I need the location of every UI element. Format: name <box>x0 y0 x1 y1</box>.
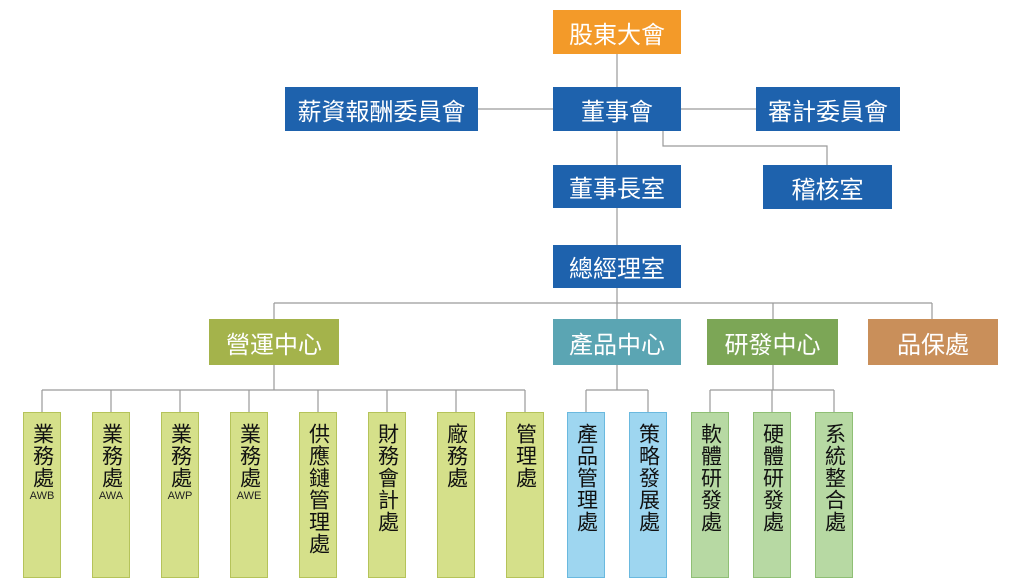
operations-unit: 業務處 AWB <box>23 412 61 578</box>
unit-name: 硬體研發處 <box>760 423 785 533</box>
chairman-office-node: 董事長室 <box>553 165 681 208</box>
unit-name: 業務處 <box>168 423 193 489</box>
gm-office-node: 總經理室 <box>553 245 681 288</box>
unit-name: 業務處 <box>30 423 55 489</box>
rd-unit: 軟體研發處 <box>691 412 729 578</box>
internal-audit-node: 稽核室 <box>763 165 892 209</box>
node-label: 稽核室 <box>791 175 864 204</box>
compensation-committee-node: 薪資報酬委員會 <box>285 87 478 131</box>
node-label: 營運中心 <box>226 330 322 359</box>
unit-code: AWE <box>236 490 262 502</box>
node-label: 董事長室 <box>569 175 665 203</box>
node-label: 總經理室 <box>569 255 665 283</box>
board-node: 董事會 <box>553 87 681 131</box>
operations-center-node: 營運中心 <box>209 319 339 365</box>
unit-name: 財務會計處 <box>375 423 400 533</box>
node-label: 研發中心 <box>724 330 821 359</box>
operations-unit: 業務處 AWA <box>92 412 130 578</box>
unit-code: AWP <box>167 490 193 502</box>
product-unit: 產品管理處 <box>567 412 605 578</box>
operations-unit: 業務處 AWE <box>230 412 268 578</box>
rd-unit: 硬體研發處 <box>753 412 791 578</box>
operations-unit: 管理處 <box>506 412 544 578</box>
node-label: 產品中心 <box>569 330 665 359</box>
operations-unit: 供應鏈管理處 <box>299 412 337 578</box>
node-label: 股東大會 <box>569 20 665 49</box>
unit-name: 供應鏈管理處 <box>306 423 331 555</box>
operations-unit: 業務處 AWP <box>161 412 199 578</box>
node-label: 品保處 <box>897 330 969 359</box>
rd-unit: 系統整合處 <box>815 412 853 578</box>
unit-code: AWA <box>98 490 124 502</box>
unit-name: 產品管理處 <box>574 423 599 533</box>
unit-name: 業務處 <box>99 423 124 489</box>
product-center-node: 產品中心 <box>553 319 681 365</box>
node-label: 薪資報酬委員會 <box>297 97 466 126</box>
unit-name: 軟體研發處 <box>698 423 723 533</box>
shareholders-meeting-node: 股東大會 <box>553 10 681 54</box>
unit-name: 業務處 <box>237 423 262 489</box>
operations-unit: 財務會計處 <box>368 412 406 578</box>
unit-name: 管理處 <box>513 423 538 489</box>
unit-name: 策略發展處 <box>636 423 661 533</box>
node-label: 董事會 <box>581 97 653 126</box>
node-label: 審計委員會 <box>768 97 888 126</box>
product-unit: 策略發展處 <box>629 412 667 578</box>
unit-code: AWB <box>29 490 55 502</box>
unit-name: 系統整合處 <box>822 423 847 533</box>
unit-name: 廠務處 <box>444 423 469 489</box>
rd-center-node: 研發中心 <box>707 319 838 365</box>
operations-unit: 廠務處 <box>437 412 475 578</box>
quality-assurance-node: 品保處 <box>868 319 998 365</box>
audit-committee-node: 審計委員會 <box>756 87 900 131</box>
